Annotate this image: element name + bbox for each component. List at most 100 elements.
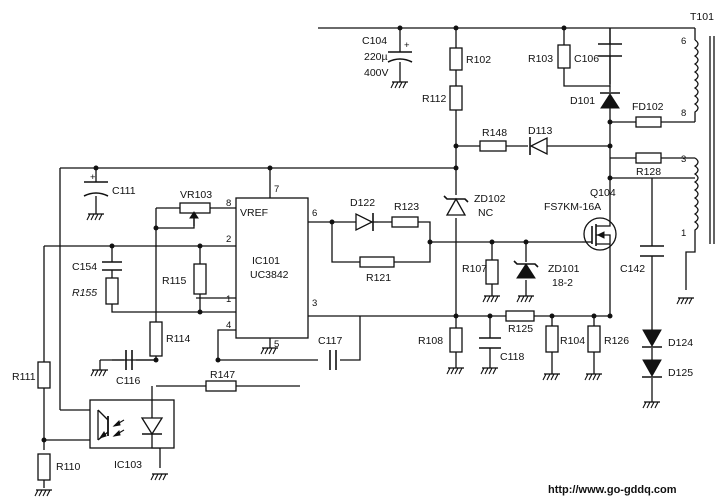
resistor-r121 xyxy=(359,256,395,268)
winding-1: 1 xyxy=(681,228,686,239)
capacitor-c118 xyxy=(479,337,501,375)
label-c118: C118 xyxy=(500,351,524,363)
diode-d113 xyxy=(529,136,548,156)
ic-pin-4: 4 xyxy=(226,320,231,331)
label-ic103: IC103 xyxy=(114,459,142,471)
label-r104: R104 xyxy=(560,335,585,347)
label-zd101: ZD101 xyxy=(548,263,580,275)
label-r111: R111 xyxy=(12,371,36,383)
label-c104-value: 220µ xyxy=(364,51,388,63)
junctions xyxy=(41,25,613,443)
label-d124: D124 xyxy=(668,337,693,349)
capacitor-c111 xyxy=(83,181,109,221)
label-c116: C116 xyxy=(116,375,140,387)
transformer-t101 xyxy=(676,28,715,305)
ic-pin-2: 2 xyxy=(226,234,231,245)
capacitor-c154 xyxy=(102,261,122,271)
label-c104: C104 xyxy=(362,35,387,47)
resistor-r111 xyxy=(37,361,51,389)
label-c142: C142 xyxy=(620,263,645,275)
label-fd102: FD102 xyxy=(632,101,664,113)
label-c117: C117 xyxy=(318,335,342,347)
resistor-r110 xyxy=(34,453,53,497)
resistor-r112 xyxy=(449,85,463,111)
resistor-r125 xyxy=(505,310,535,322)
resistor-r108 xyxy=(446,327,465,375)
label-ic101: IC101 xyxy=(252,255,280,267)
resistor-r104 xyxy=(542,325,561,381)
label-d101: D101 xyxy=(570,95,595,107)
label-uc3842: UC3842 xyxy=(250,269,289,281)
resistor-r102 xyxy=(449,47,463,71)
resistor-r114 xyxy=(149,321,163,357)
ic-pin-8: 8 xyxy=(226,198,231,209)
label-r147: R147 xyxy=(210,369,235,381)
diode-d101 xyxy=(600,92,620,109)
label-vr103: VR103 xyxy=(180,189,212,201)
resistor-r126 xyxy=(584,325,603,381)
capacitor-c117 xyxy=(329,350,337,370)
label-d125: D125 xyxy=(668,367,693,379)
resistor-r155 xyxy=(105,277,119,305)
label-d113: D113 xyxy=(528,125,552,137)
label-c106: C106 xyxy=(574,53,599,65)
label-c111: C111 xyxy=(112,185,136,197)
label-c154: C154 xyxy=(72,261,97,273)
label-r115: R115 xyxy=(162,275,186,287)
resistor-r123 xyxy=(391,216,419,228)
label-c104-voltage: 400V xyxy=(364,67,389,79)
resistor-r128 xyxy=(635,152,662,164)
resistor-r107 xyxy=(482,259,501,303)
label-t101: T101 xyxy=(690,11,714,23)
potentiometer-vr103 xyxy=(179,202,211,226)
label-d122: D122 xyxy=(350,197,375,209)
resistor-fd102 xyxy=(635,116,662,128)
mosfet-q104 xyxy=(582,217,617,251)
label-zd101-value: 18-2 xyxy=(552,277,573,289)
diode-d122 xyxy=(355,212,378,232)
label-q104-part: FS7KM-16A xyxy=(544,201,601,213)
capacitor-c104 xyxy=(387,51,413,89)
label-r110: R110 xyxy=(56,461,80,473)
ic-pin-1: 1 xyxy=(226,294,231,305)
winding-6: 6 xyxy=(681,36,686,47)
resistor-r148 xyxy=(479,140,507,152)
label-r103: R103 xyxy=(528,53,553,65)
capacitor-c142 xyxy=(640,245,664,257)
resistor-r115 xyxy=(193,263,207,295)
diode-d125 xyxy=(642,359,662,409)
winding-3: 3 xyxy=(681,154,686,165)
label-r126: R126 xyxy=(604,335,629,347)
label-r155: R155 xyxy=(72,287,97,299)
watermark-url: http://www.go-gddq.com xyxy=(548,484,677,496)
label-r112: R112 xyxy=(422,93,446,105)
label-vref: VREF xyxy=(240,207,268,219)
ic-pin-5: 5 xyxy=(274,339,279,350)
label-r114: R114 xyxy=(166,333,190,345)
label-r107: R107 xyxy=(462,263,487,275)
winding-8: 8 xyxy=(681,108,686,119)
c111-plus: + xyxy=(90,172,96,183)
label-zd102-nc: NC xyxy=(478,207,494,219)
resistor-r147 xyxy=(205,380,237,392)
label-q104: Q104 xyxy=(590,187,616,199)
diode-d124 xyxy=(642,329,662,348)
ic-pin-3: 3 xyxy=(312,298,317,309)
capacitor-c116 xyxy=(90,350,133,377)
ic-uc3842 xyxy=(235,197,309,355)
label-r148: R148 xyxy=(482,127,507,139)
c104-plus: + xyxy=(404,40,410,51)
ic-pin-6: 6 xyxy=(312,208,317,219)
ic-pin-7: 7 xyxy=(274,184,279,195)
label-r125: R125 xyxy=(508,323,533,335)
label-r128: R128 xyxy=(636,166,661,178)
capacitor-c106 xyxy=(598,43,622,57)
label-zd102: ZD102 xyxy=(474,193,506,205)
label-r102: R102 xyxy=(466,54,491,66)
zener-zd102 xyxy=(443,195,469,216)
label-r121: R121 xyxy=(366,272,391,284)
label-r108: R108 xyxy=(418,335,443,347)
resistor-r103 xyxy=(557,44,571,69)
label-r123: R123 xyxy=(394,201,419,213)
